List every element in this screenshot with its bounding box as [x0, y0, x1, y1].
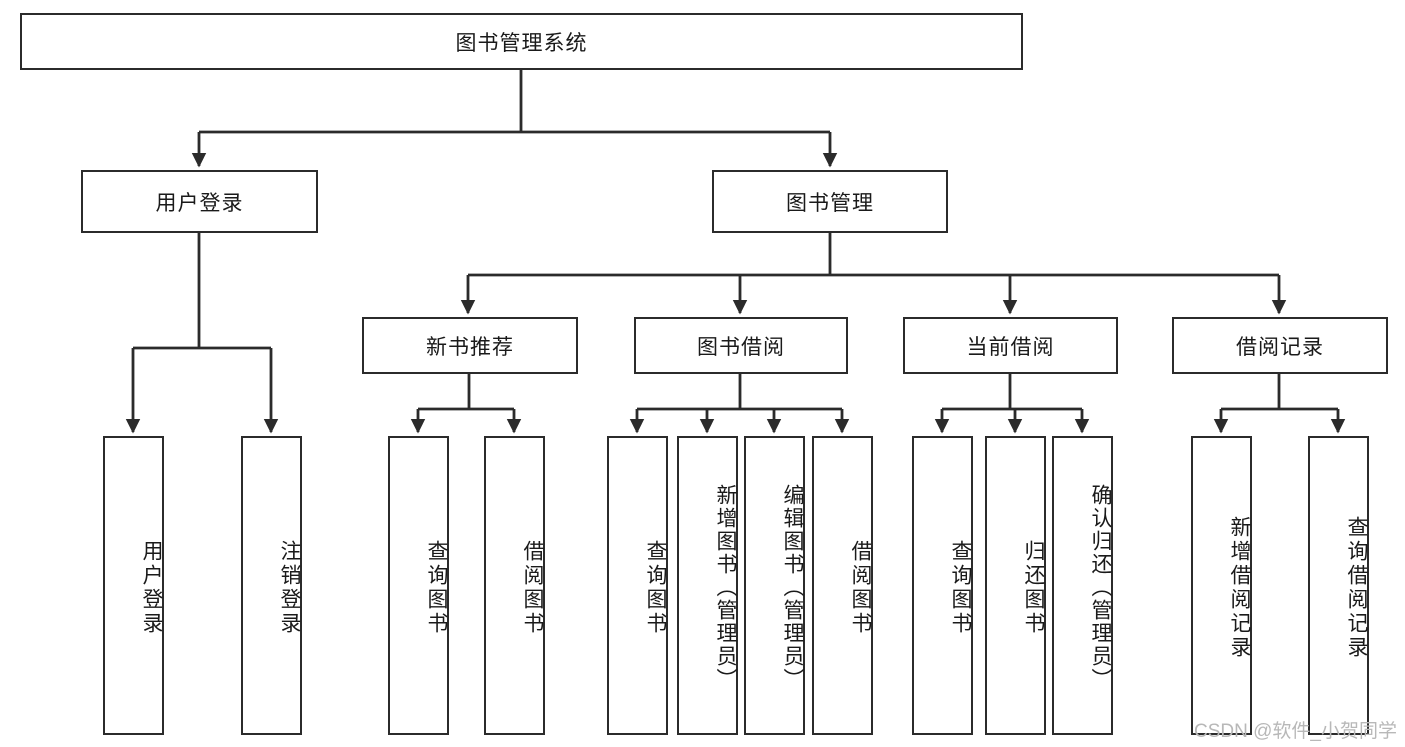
node-label: 借阅记录: [1236, 335, 1324, 359]
node-label: 查询借阅记录: [1345, 515, 1368, 660]
leaf-borrow-book-recommend[interactable]: 借阅图书: [484, 436, 545, 735]
node-label: 查询图书: [949, 539, 972, 636]
node-label: 用户登录: [140, 539, 163, 636]
node-current-borrow[interactable]: 当前借阅: [903, 317, 1118, 374]
leaf-add-book-admin[interactable]: 新增图书（管理员）: [677, 436, 738, 735]
leaf-query-book-recommend[interactable]: 查询图书: [388, 436, 449, 735]
leaf-add-borrow-record[interactable]: 新增借阅记录: [1191, 436, 1252, 735]
leaf-return-book[interactable]: 归还图书: [985, 436, 1046, 735]
node-label: 归还图书: [1022, 539, 1045, 636]
node-book-borrow[interactable]: 图书借阅: [634, 317, 848, 374]
node-label: 注销登录: [278, 539, 301, 636]
leaf-query-book-current[interactable]: 查询图书: [912, 436, 973, 735]
node-label: 查询图书: [425, 539, 448, 636]
leaf-logout-login[interactable]: 注销登录: [241, 436, 302, 735]
node-book-management[interactable]: 图书管理: [712, 170, 948, 233]
node-label: 新增借阅记录: [1228, 515, 1251, 660]
leaf-confirm-return-admin[interactable]: 确认归还（管理员）: [1052, 436, 1113, 735]
node-label: 确认归还（管理员）: [1089, 484, 1112, 691]
node-label: 编辑图书（管理员）: [781, 484, 804, 691]
leaf-edit-book-admin[interactable]: 编辑图书（管理员）: [744, 436, 805, 735]
node-new-book-recommend[interactable]: 新书推荐: [362, 317, 578, 374]
node-label: 图书管理系统: [455, 31, 588, 55]
node-label: 新书推荐: [426, 335, 514, 359]
node-root-system[interactable]: 图书管理系统: [20, 13, 1023, 70]
leaf-query-borrow-record[interactable]: 查询借阅记录: [1308, 436, 1369, 735]
node-label: 图书管理: [786, 191, 874, 215]
node-label: 查询图书: [644, 539, 667, 636]
node-label: 借阅图书: [849, 539, 872, 636]
node-borrow-records[interactable]: 借阅记录: [1172, 317, 1388, 374]
node-label: 当前借阅: [966, 335, 1055, 359]
leaf-borrow-book[interactable]: 借阅图书: [812, 436, 873, 735]
leaf-query-book-borrow[interactable]: 查询图书: [607, 436, 668, 735]
node-user-login[interactable]: 用户登录: [81, 170, 318, 233]
node-label: 借阅图书: [521, 539, 544, 636]
node-label: 用户登录: [155, 191, 244, 215]
watermark-text: CSDN @软件_小贺同学: [1194, 721, 1397, 742]
leaf-user-login[interactable]: 用户登录: [103, 436, 164, 735]
node-label: 图书借阅: [697, 335, 785, 359]
node-label: 新增图书（管理员）: [714, 484, 737, 691]
